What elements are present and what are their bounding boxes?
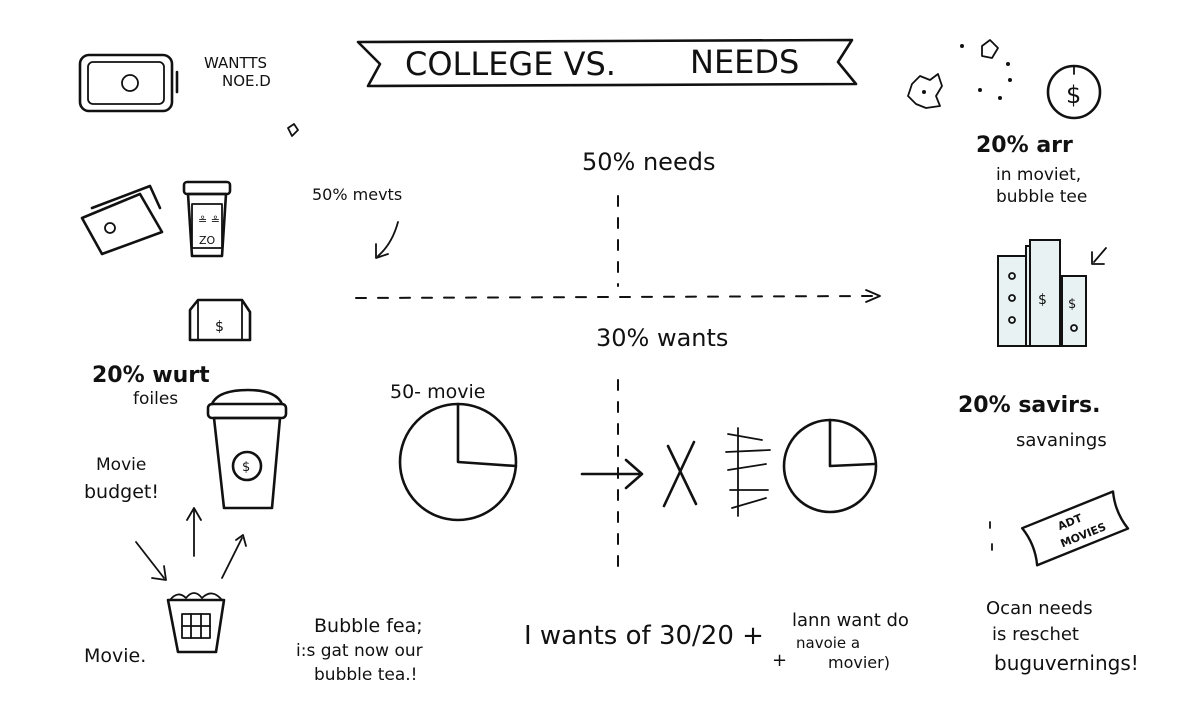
movie-arrows [135, 507, 247, 581]
wants-label-line1: 20% wurt [92, 363, 210, 388]
wants-label: 30% wants [596, 324, 728, 352]
bubble-note-line1: Bubble fea; [314, 615, 423, 637]
top-note-line1: 20% arr [976, 133, 1073, 158]
side-note-line3: movier) [828, 653, 890, 672]
side-note-line1: lann want do [792, 610, 909, 631]
svg-text:≗ ≗: ≗ ≗ [198, 214, 220, 227]
savings-line1: 20% savirs. [958, 393, 1100, 418]
flow-arrows [725, 427, 771, 517]
wallet-icon [80, 184, 164, 256]
meets-arrow [375, 221, 399, 259]
clock-sign: $ [1066, 81, 1081, 109]
movie-pie-label: 50- movie [390, 381, 485, 403]
bubble-note-line2: i:s gat now our [296, 641, 423, 661]
cross-mark [662, 440, 698, 508]
coffee-cup-label: ZO [199, 234, 216, 247]
ticket-icon: ADT MOVIES [989, 490, 1130, 567]
clock-dollar-icon: $ [1046, 64, 1102, 120]
coffee-cup-icon: ≗ ≗ ZO [182, 180, 232, 258]
banner-title-left: COLLEGE VS. [405, 45, 616, 83]
books-arrow [1091, 247, 1107, 265]
movie-budget-line1: Movie [96, 455, 146, 475]
divider-arrowhead [865, 289, 881, 303]
money-sign: $ [215, 319, 224, 335]
splat-doodle-icon [907, 73, 943, 109]
movie-label: Movie. [84, 645, 146, 667]
svg-text:$: $ [1068, 297, 1076, 312]
money-stack-icon: $ [188, 298, 252, 342]
bubble-note-line3: bubble tea.! [314, 665, 418, 685]
svg-text:$: $ [1038, 292, 1047, 308]
top-note-line2: in moviet, [996, 165, 1081, 185]
phone-icon [78, 53, 179, 113]
movie-budget-line2: budget! [84, 481, 159, 503]
bottom-note-line3: buguvernings! [994, 651, 1139, 675]
svg-text:$: $ [242, 460, 250, 475]
formula-plus: + [772, 650, 787, 671]
formula-text: I wants of 30/20 + [524, 621, 764, 651]
meets-label: 50% mevts [312, 185, 402, 204]
horizontal-divider [355, 295, 873, 299]
phone-note-line1: WANTTS [204, 54, 267, 72]
savings-line2: savanings [1016, 430, 1107, 451]
wants-label-line2: foiles [133, 389, 178, 409]
pie-chart-icon [398, 402, 518, 522]
bubble-tea-cup-icon: $ [206, 388, 288, 510]
bottom-note-line2: is reschet [992, 624, 1079, 645]
arrow-right [580, 458, 644, 490]
books-icon: $ $ [997, 239, 1087, 347]
side-note-line2: navoie a [796, 634, 860, 652]
popcorn-bucket-icon [166, 592, 226, 654]
star-doodle-icon [287, 123, 299, 137]
bottom-note-line1: Ocan needs [986, 598, 1093, 619]
needs-label: 50% needs [582, 148, 715, 176]
phone-note-line2: NOE.D [222, 72, 271, 90]
sparkle-dots [960, 39, 1012, 100]
banner-title-right: NEEDS [690, 43, 799, 81]
title-banner: COLLEGE VS. NEEDS [356, 38, 858, 88]
top-note-line3: bubble tee [996, 187, 1087, 207]
pie-chart-icon-small [782, 418, 878, 514]
